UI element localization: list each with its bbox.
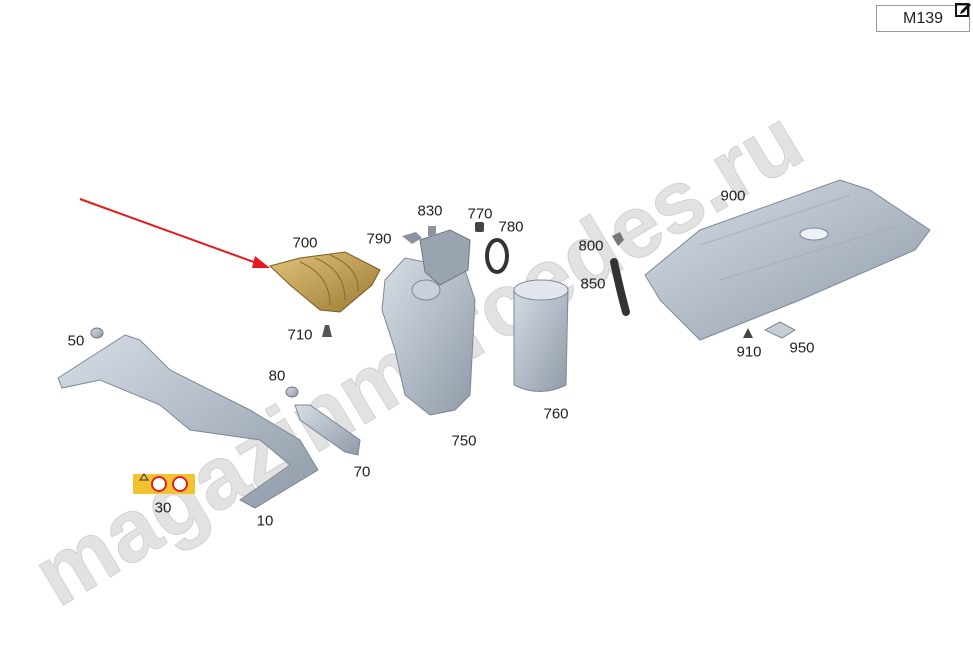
part-760-filter-element[interactable] xyxy=(513,279,569,392)
callout-850[interactable]: 850 xyxy=(580,275,606,293)
part-50-clip[interactable] xyxy=(90,327,104,339)
model-label: M139 xyxy=(876,5,970,32)
part-800-clip[interactable] xyxy=(612,232,624,246)
part-900-engine-cover[interactable] xyxy=(644,179,931,341)
callout-10[interactable]: 10 xyxy=(256,512,274,530)
callout-830[interactable]: 830 xyxy=(417,202,443,220)
callout-80[interactable]: 80 xyxy=(268,367,286,385)
callout-950[interactable]: 950 xyxy=(789,339,815,357)
part-790-sensor[interactable] xyxy=(402,232,422,244)
part-700-intake-duct[interactable] xyxy=(269,251,381,313)
callout-910[interactable]: 910 xyxy=(736,343,762,361)
part-770-ring[interactable] xyxy=(475,222,484,232)
part-750-air-filter-housing[interactable] xyxy=(381,229,476,416)
part-780-seal[interactable] xyxy=(485,238,509,274)
callout-800[interactable]: 800 xyxy=(578,237,604,255)
edit-icon[interactable] xyxy=(955,1,971,17)
part-910-clip[interactable] xyxy=(743,328,753,338)
callout-760[interactable]: 760 xyxy=(543,405,569,423)
pointer-arrow xyxy=(79,198,270,268)
callout-770[interactable]: 770 xyxy=(467,205,493,223)
callout-780[interactable]: 780 xyxy=(498,218,524,236)
callout-30[interactable]: 30 xyxy=(154,499,172,517)
callout-750[interactable]: 750 xyxy=(451,432,477,450)
part-30-warning-label[interactable] xyxy=(133,473,195,494)
callout-50[interactable]: 50 xyxy=(67,332,85,350)
callout-790[interactable]: 790 xyxy=(366,230,392,248)
part-950-pad[interactable] xyxy=(763,321,797,339)
callout-70[interactable]: 70 xyxy=(353,463,371,481)
part-70-bracket[interactable] xyxy=(294,404,361,456)
callout-710[interactable]: 710 xyxy=(287,326,313,344)
callout-700[interactable]: 700 xyxy=(292,234,318,252)
part-850-hose[interactable] xyxy=(610,258,630,316)
part-710-clip[interactable] xyxy=(322,325,332,337)
part-830-screw[interactable] xyxy=(428,226,436,236)
part-80-clip[interactable] xyxy=(285,386,299,398)
callout-900[interactable]: 900 xyxy=(720,187,746,205)
part-10-frame[interactable] xyxy=(57,334,319,509)
